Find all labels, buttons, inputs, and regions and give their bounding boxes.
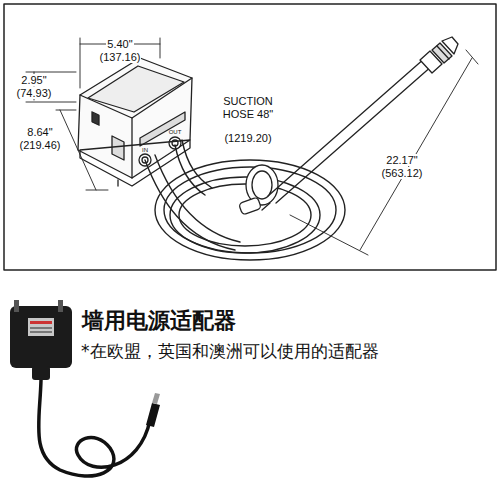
- dimension-label: (74.93): [16, 87, 53, 100]
- length-dimension: [290, 50, 478, 255]
- dimension-label: SUCTION HOSE 48": [216, 95, 280, 120]
- heading: 墙用电源适配器: [82, 306, 236, 336]
- port-label: IN: [141, 147, 149, 154]
- dimension-lines: [26, 38, 160, 190]
- dimension-label: 5.40": [106, 38, 133, 51]
- wand-tube: [262, 37, 458, 210]
- dimension-label: 8.64": [26, 126, 53, 139]
- note: *在欧盟，英国和澳洲可以使用的适配器: [80, 342, 380, 362]
- dimension-label: (219.46): [19, 139, 62, 152]
- dimension-label: 2.95": [20, 74, 47, 87]
- dimension-label: 22.17": [385, 154, 418, 167]
- port-label: OUT: [168, 129, 183, 136]
- dimension-label: (1219.20): [223, 132, 272, 145]
- pump-housing: [78, 58, 192, 186]
- strainer: [239, 165, 278, 215]
- suction-hose: [145, 140, 345, 260]
- dimension-label: (137.16): [99, 51, 142, 64]
- dimension-label: (563.12): [381, 167, 424, 180]
- frame: [4, 4, 496, 270]
